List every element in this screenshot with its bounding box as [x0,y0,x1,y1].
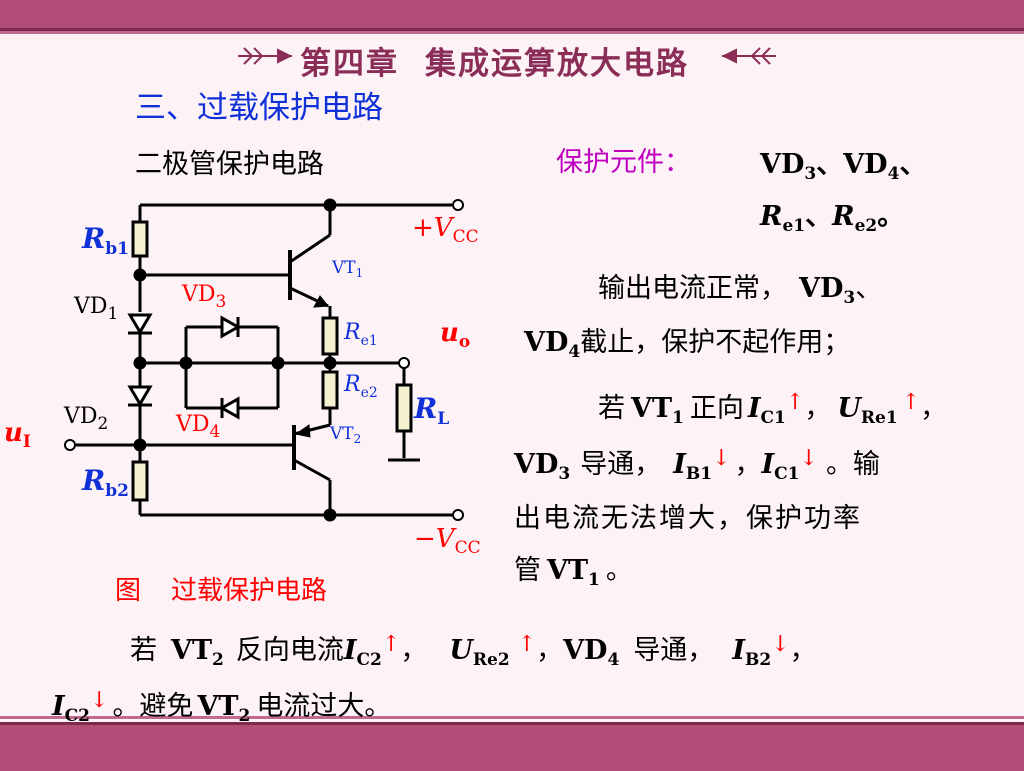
label-rb1: Rb1 [82,222,129,259]
chapter-name: 集成运算放大电路 [425,46,689,82]
vt1-line3: 出电流无法增大，保护功率 [514,503,862,534]
protect-line1: VD3、VD4、 [760,149,927,184]
top-band-line [0,31,1024,34]
label-vcc-neg: −VCC [414,524,481,558]
chapter-number: 第四章 [300,46,399,82]
chapter-title: 第四章集成运算放大电路 [300,38,689,83]
bottom-band [0,722,1024,771]
label-vt1: VT1 [332,258,364,280]
label-re2: Re2 [344,372,378,401]
top-band [0,0,1024,31]
protect-line2: Re1、Re2。 [760,201,905,236]
label-vcc-pos: +VCC [412,213,479,247]
label-re1: Re1 [344,320,378,349]
section-title: 三、过载保护电路 [135,90,383,126]
label-rl: RL [414,392,450,429]
label-vd2: VD2 [64,404,109,434]
normal-line1: 输出电流正常，VD3、 [598,273,883,308]
label-uo: uo [440,318,471,352]
right-ornament-icon [721,47,776,65]
subtitle: 二极管保护电路 [135,149,324,180]
label-rb2: Rb2 [82,464,129,501]
label-vd4: VD4 [176,412,221,442]
slide-header: 第四章集成运算放大电路 [0,36,1024,83]
label-vt2: VT2 [330,424,362,446]
left-ornament-icon [238,47,293,65]
label-vd1: VD1 [74,294,119,324]
circuit-diagram [64,198,464,522]
protect-label: 保护元件： [556,147,691,178]
normal-line2: VD4截止，保护不起作用； [524,327,851,362]
label-vd3: VD3 [182,282,227,312]
label-ui: uI [4,418,31,452]
figure-caption: 图过载保护电路 [115,576,328,606]
bottom-band-line [0,716,1024,719]
